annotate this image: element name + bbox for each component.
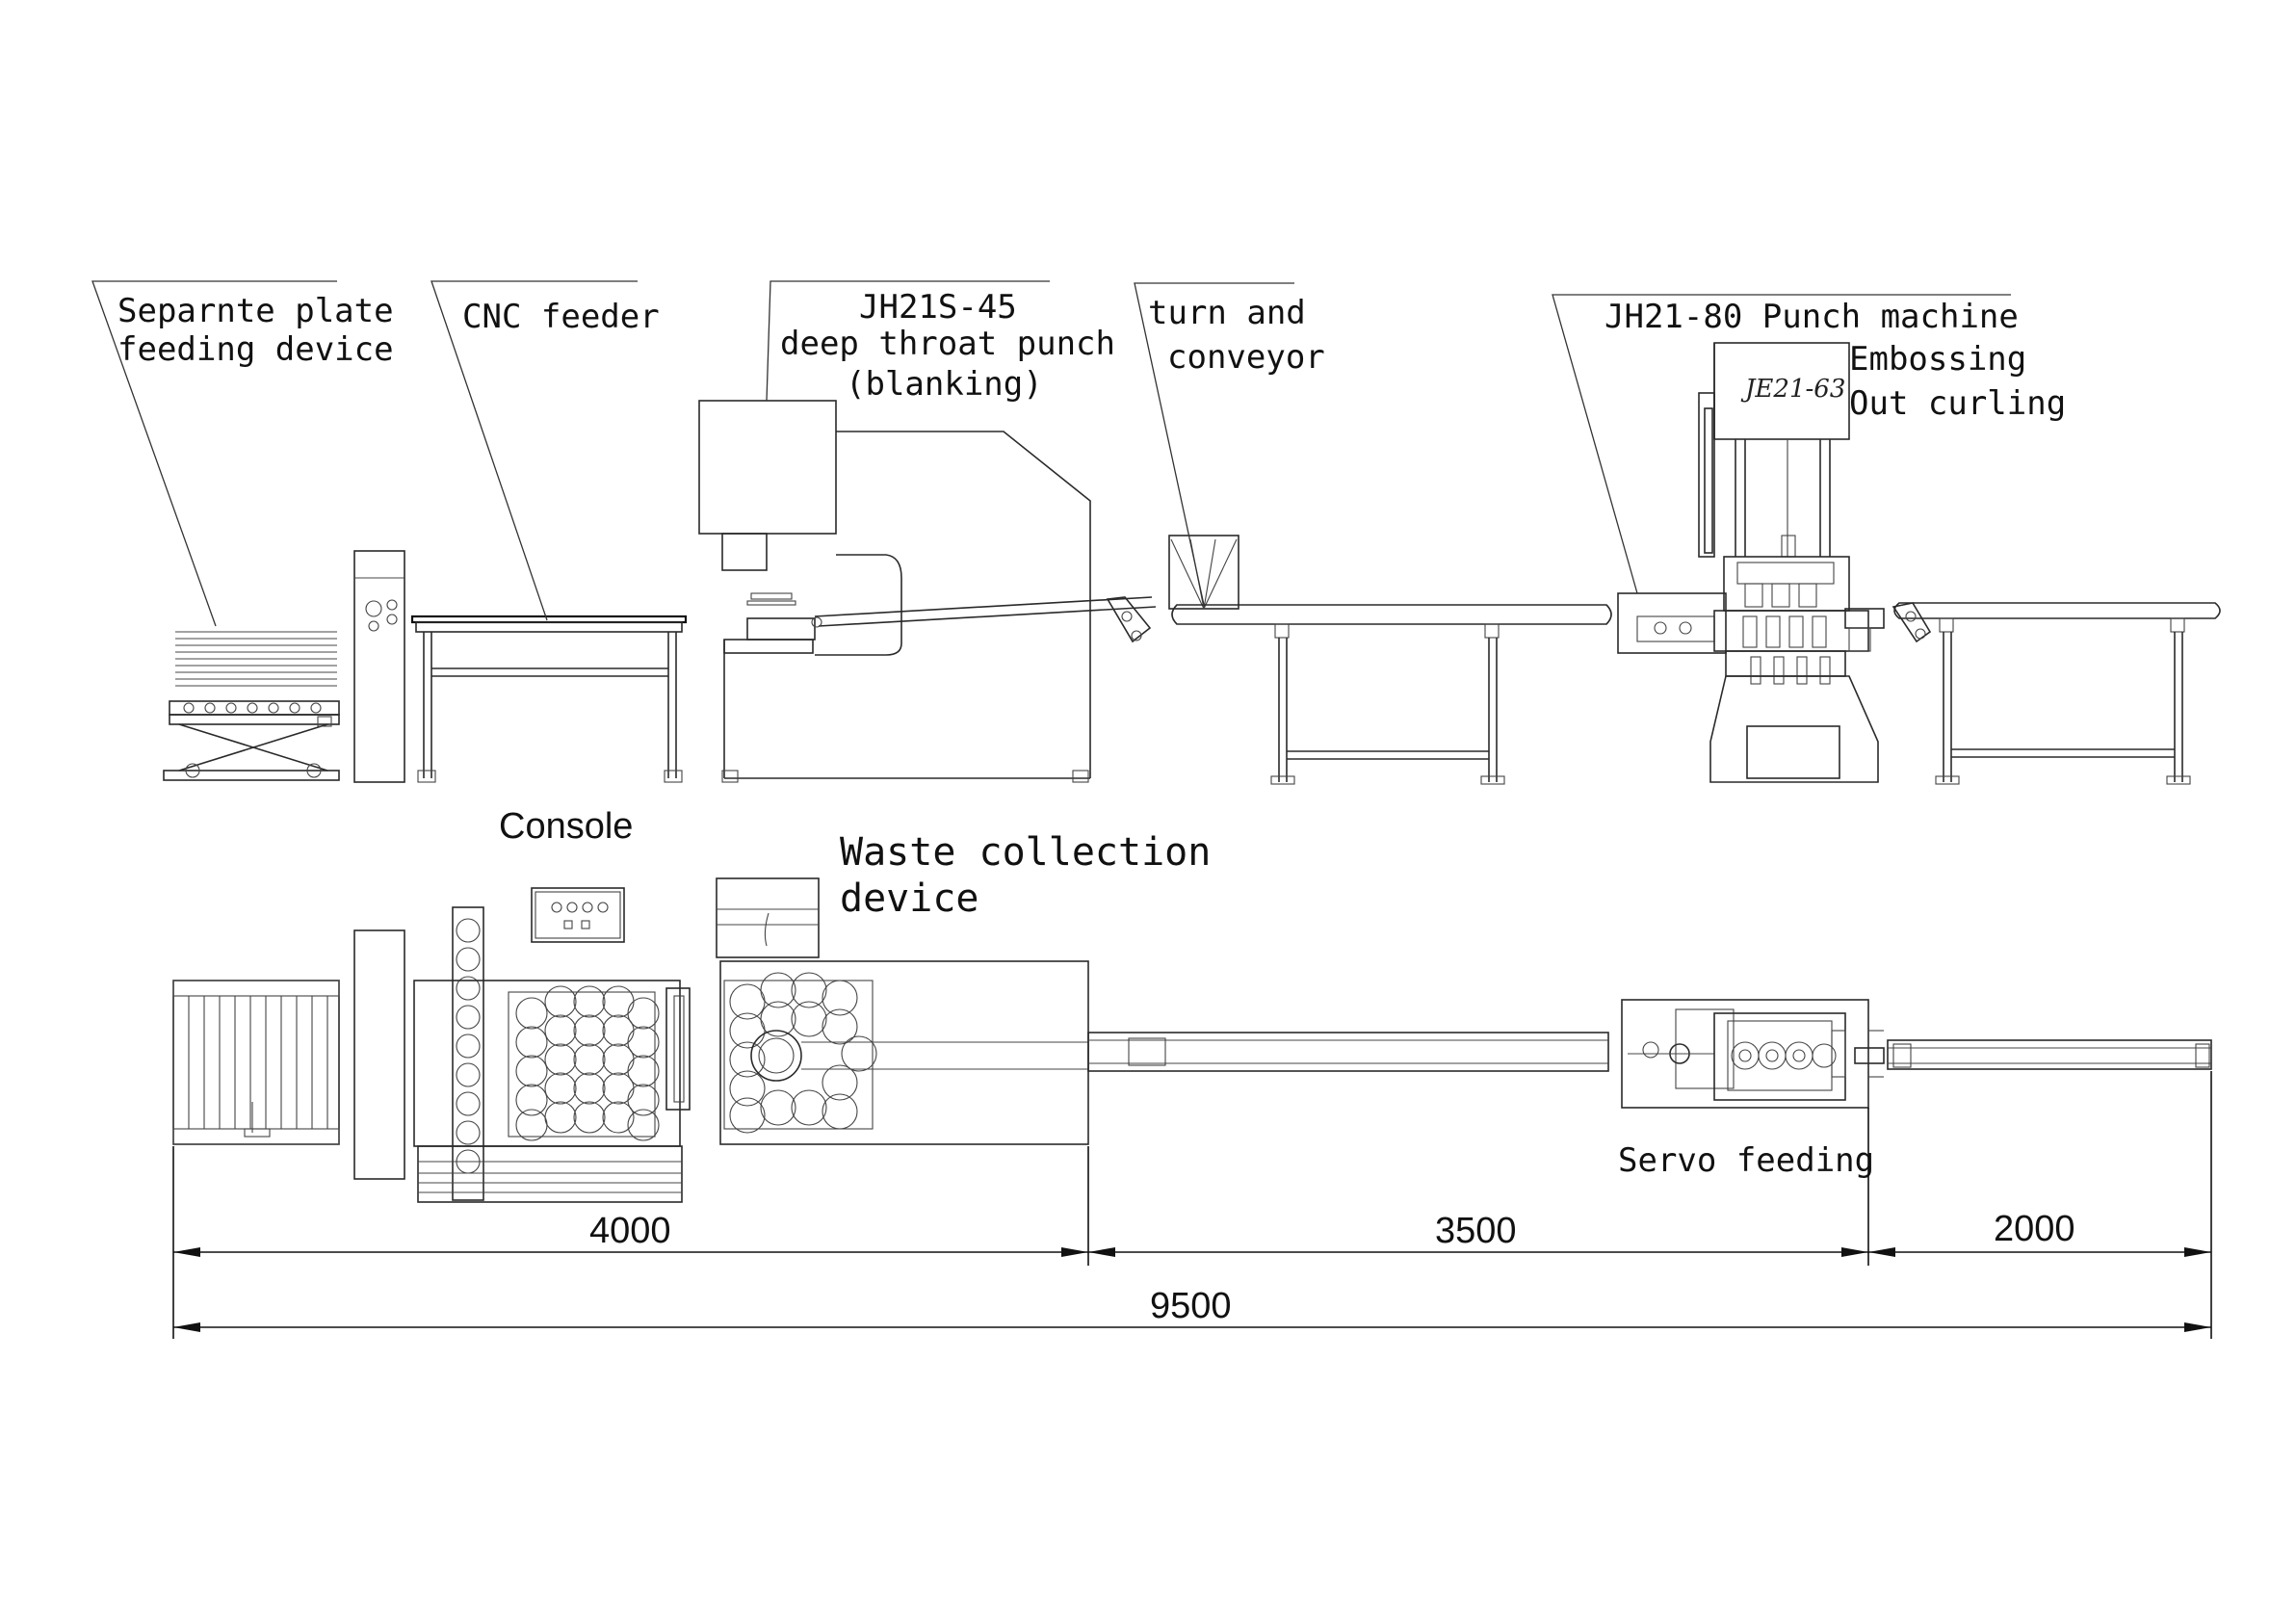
turn-conveyor-plan [1087, 1032, 1609, 1072]
control-cabinet-elevation [353, 550, 405, 783]
punch45-plan [719, 960, 1089, 1145]
cnc-feeder-machine [410, 615, 688, 783]
outfeed-conveyor-elevation [1892, 602, 2221, 785]
dimension-9500-total: 9500 [1150, 1286, 1232, 1326]
turn-conveyor-label-line2: conveyor [1167, 338, 1325, 377]
label-leader-lines [91, 280, 2011, 627]
je21-63-plate-label: JE21-63 [1740, 375, 1845, 404]
cnc-feeder-label: CNC feeder [462, 298, 660, 336]
punch45-label-line1: JH21S-45 [859, 288, 1017, 327]
turn-and-conveyor [1168, 535, 1612, 785]
jh21-80-punch-machine [1617, 342, 1885, 783]
outfeed-conveyor-plan [1887, 1039, 2212, 1070]
punch80-plan [1621, 999, 1885, 1109]
jh21s-45-deep-throat-punch [698, 400, 1157, 783]
dimension-4000: 4000 [589, 1211, 671, 1251]
waste-collection-label-line1: Waste collection [840, 830, 1211, 875]
servo-feeding-label: Servo feeding [1618, 1141, 1874, 1180]
embossing-label: Embossing [1849, 340, 2026, 379]
separate-plate-feeder-plan [172, 980, 340, 1145]
separate-plate-feeding-device [163, 631, 340, 781]
waste-collection-label-line2: device [840, 876, 979, 921]
dimension-3500: 3500 [1435, 1211, 1517, 1251]
cnc-feeder-plan [413, 906, 691, 1203]
dimension-2000: 2000 [1994, 1209, 2075, 1249]
separate-plate-label-line2: feeding device [117, 330, 394, 369]
punch45-label-line3: (blanking) [846, 365, 1043, 404]
separate-plate-label-line1: Separnte plate [117, 292, 394, 330]
console-plan [353, 887, 625, 1180]
punch80-label: JH21-80 Punch machine [1605, 298, 2019, 336]
waste-collection-device [716, 877, 820, 958]
punch45-label-line2: deep throat punch [780, 325, 1115, 363]
turn-conveyor-label-line1: turn and [1148, 294, 1306, 332]
out-curling-label: Out curling [1849, 384, 2066, 423]
console-label: Console [499, 806, 633, 847]
dimension-lines [172, 1071, 2212, 1339]
